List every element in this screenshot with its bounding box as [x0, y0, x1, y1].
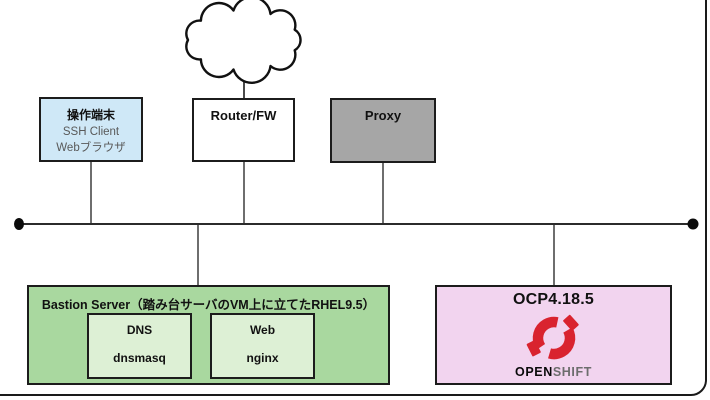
internet-cloud-icon [185, 0, 302, 85]
terminal-ssh-client-label: SSH Client [62, 126, 120, 138]
node-router-fw: Router/FW [192, 98, 295, 162]
web-service-label: nginx [246, 351, 279, 365]
node-bastion-server: Bastion Server（踏み台サーバのVM上に立てたRHEL9.5） DN… [27, 285, 390, 385]
terminal-web-browser-label: Webブラウザ [56, 141, 126, 154]
openshift-wordmark-shift: SHIFT [552, 365, 592, 379]
node-web: Web nginx [210, 313, 315, 379]
network-bus [14, 218, 699, 230]
dns-title: DNS [126, 323, 153, 337]
bastion-title: Bastion Server（踏み台サーバのVM上に立てたRHEL9.5） [41, 298, 376, 312]
node-dns: DNS dnsmasq [87, 313, 192, 379]
router-title: Router/FW [210, 108, 277, 123]
openshift-wordmark: OPENSHIFT [437, 365, 670, 379]
proxy-title: Proxy [364, 108, 402, 123]
terminal-title: 操作端末 [66, 108, 115, 122]
node-ocp-cluster: OCP4.18.5 OPENSHIFT [435, 285, 672, 385]
ocp-title: OCP4.18.5 [513, 291, 594, 308]
node-proxy: Proxy [330, 98, 436, 163]
dns-service-label: dnsmasq [113, 351, 166, 365]
node-operation-terminal: 操作端末 SSH Client Webブラウザ [39, 97, 143, 162]
openshift-wordmark-open: OPEN [515, 365, 553, 379]
openshift-logo-icon [526, 314, 579, 360]
web-title: Web [249, 323, 276, 337]
